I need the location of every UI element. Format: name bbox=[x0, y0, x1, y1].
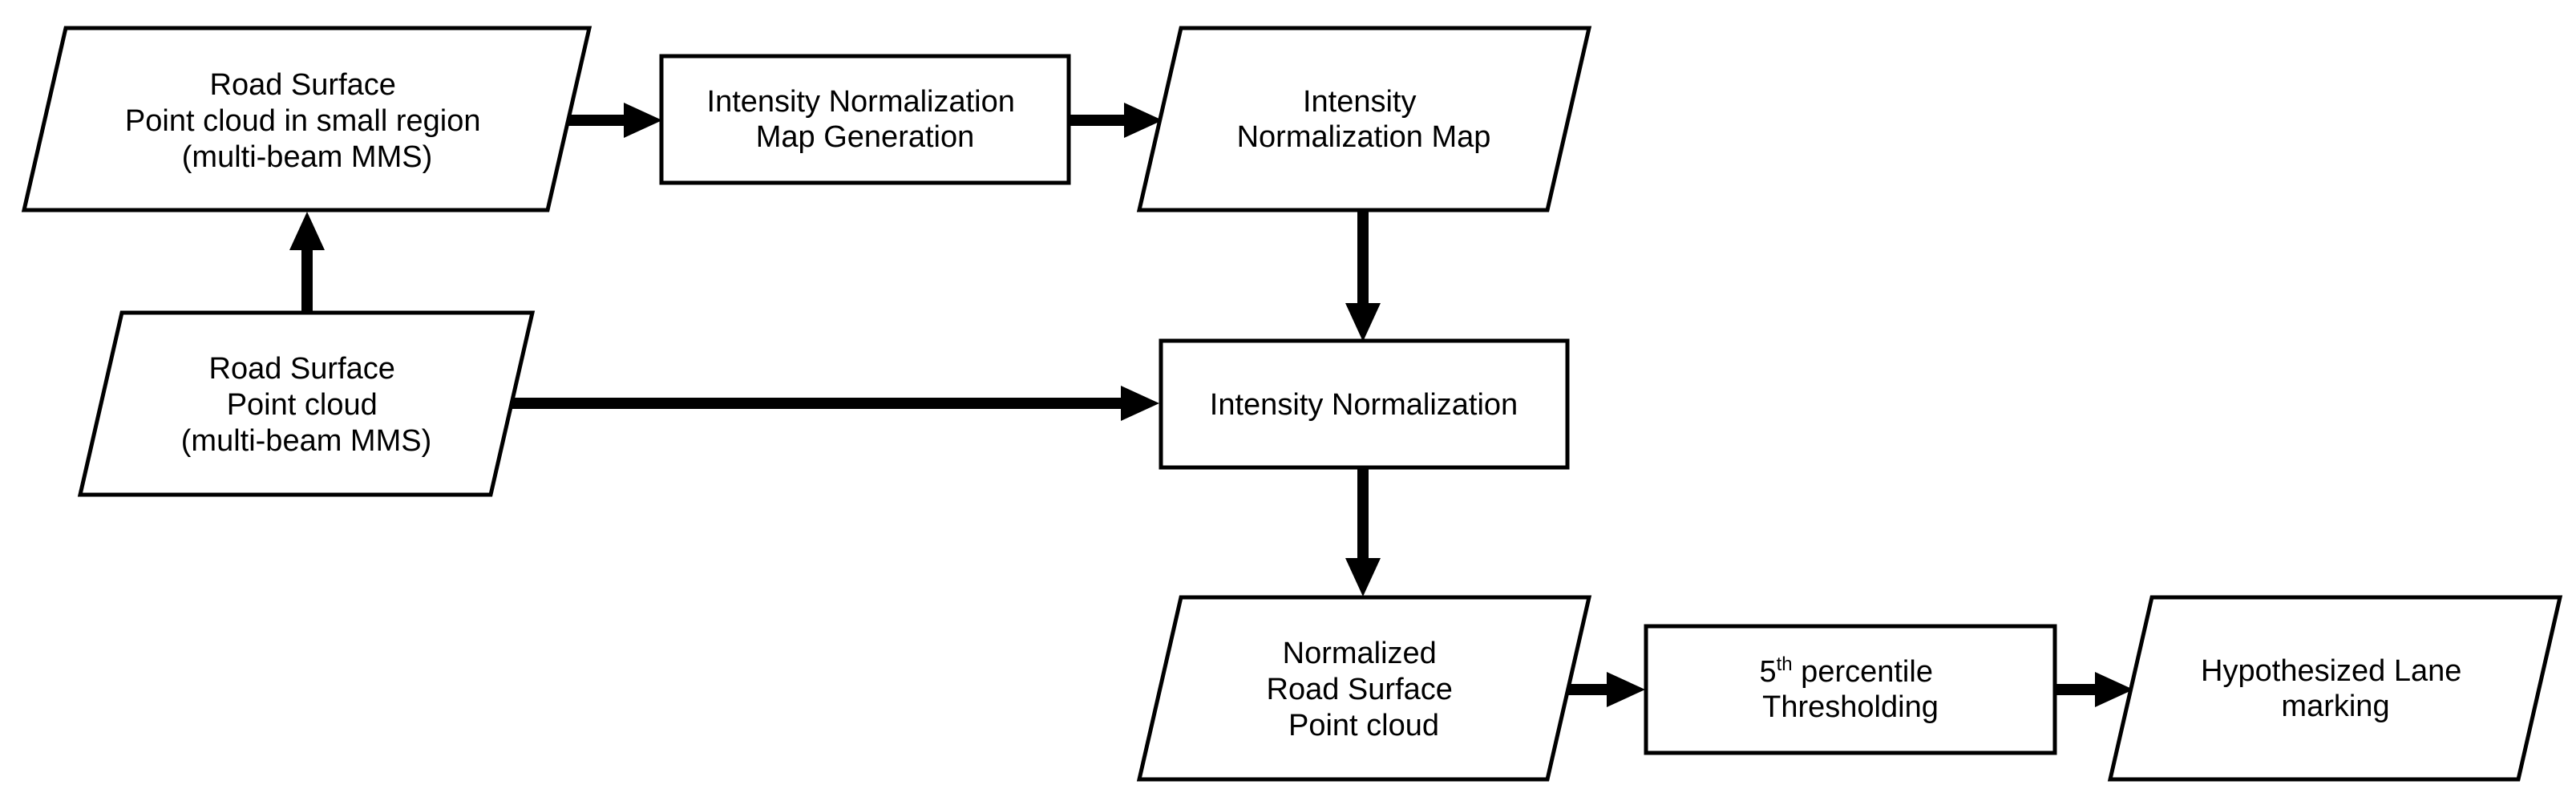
arrow-normalized-to-thresholding bbox=[1563, 672, 1645, 707]
node-label-line: marking bbox=[2281, 690, 2389, 723]
node-label-line: 5th percentile bbox=[1759, 653, 1932, 689]
node-label-line: Road Surface bbox=[210, 68, 396, 102]
node-label-line: Road Surface bbox=[209, 352, 395, 386]
node-label-line: Thresholding bbox=[1762, 690, 1939, 724]
node-label-line: Point cloud bbox=[1288, 709, 1439, 742]
node-label-line: (multi-beam MMS) bbox=[182, 140, 432, 174]
flow-arrows bbox=[289, 103, 2133, 707]
node-label-line: Point cloud bbox=[227, 388, 378, 422]
node-label-line: Point cloud in small region bbox=[125, 104, 481, 138]
svg-text:Intensity Normalization: Intensity Normalization Map Generation bbox=[707, 85, 1024, 154]
node-label-line: Intensity Normalization bbox=[1210, 388, 1518, 422]
node-label-line: Intensity Normalization bbox=[707, 85, 1015, 119]
percentile-superscript: th bbox=[1777, 653, 1793, 675]
node-road-surface: Road Surface Point cloud (multi-beam MMS… bbox=[77, 310, 536, 497]
arrow-map-generation-to-map bbox=[1069, 103, 1163, 138]
node-intensity-map-generation: Intensity Normalization Map Generation bbox=[659, 54, 1071, 185]
node-label-line: Intensity bbox=[1303, 85, 1417, 119]
node-hypothesized-lane-marking: Hypothesized Lane marking bbox=[2107, 595, 2563, 782]
percentile-word: percentile bbox=[1793, 655, 1933, 689]
node-label-line: Normalized bbox=[1283, 637, 1437, 670]
node-intensity-normalization: Intensity Normalization bbox=[1159, 338, 1570, 470]
node-road-surface-small-region: Road Surface Point cloud in small region… bbox=[21, 26, 592, 212]
svg-text:Intensity Normalization: Intensity Normalization Map bbox=[1237, 85, 1491, 154]
arrow-road-surface-to-intensity-normalization bbox=[509, 386, 1159, 421]
arrow-intensity-normalization-to-normalized bbox=[1345, 469, 1381, 597]
svg-text:Road Surface Point cloud: Road Surface Point cloud in small region… bbox=[125, 68, 489, 174]
node-intensity-normalization-map: Intensity Normalization Map bbox=[1136, 26, 1592, 212]
svg-text:Intensity Normalization: Intensity Normalization bbox=[1210, 388, 1518, 422]
arrow-road-surface-to-small-region bbox=[289, 212, 325, 313]
node-percentile-thresholding: 5th percentile Thresholding bbox=[1644, 624, 2057, 755]
node-label-line: Road Surface bbox=[1267, 673, 1453, 706]
arrow-small-region-to-map-generation bbox=[568, 103, 662, 138]
node-label-line: (multi-beam MMS) bbox=[181, 424, 431, 458]
arrow-map-to-intensity-normalization bbox=[1345, 212, 1381, 342]
svg-text:Normalized Road Surface: Normalized Road Surface Point cloud bbox=[1267, 637, 1462, 742]
node-label-line: Hypothesized Lane bbox=[2201, 654, 2461, 688]
node-normalized-road-surface: Normalized Road Surface Point cloud bbox=[1136, 595, 1592, 782]
percentile-number: 5 bbox=[1759, 655, 1776, 689]
svg-text:Road Surface Point cloud: Road Surface Point cloud (multi-beam MMS… bbox=[181, 352, 431, 458]
arrow-thresholding-to-hypothesized-lane bbox=[2055, 672, 2133, 707]
node-label-line: Normalization Map bbox=[1237, 120, 1491, 154]
svg-text:5th percentile Threshold: 5th percentile Thresholding bbox=[1759, 653, 1941, 724]
node-label-line: Map Generation bbox=[756, 120, 975, 154]
svg-text:Hypothesized Lane markin: Hypothesized Lane marking bbox=[2201, 654, 2470, 723]
